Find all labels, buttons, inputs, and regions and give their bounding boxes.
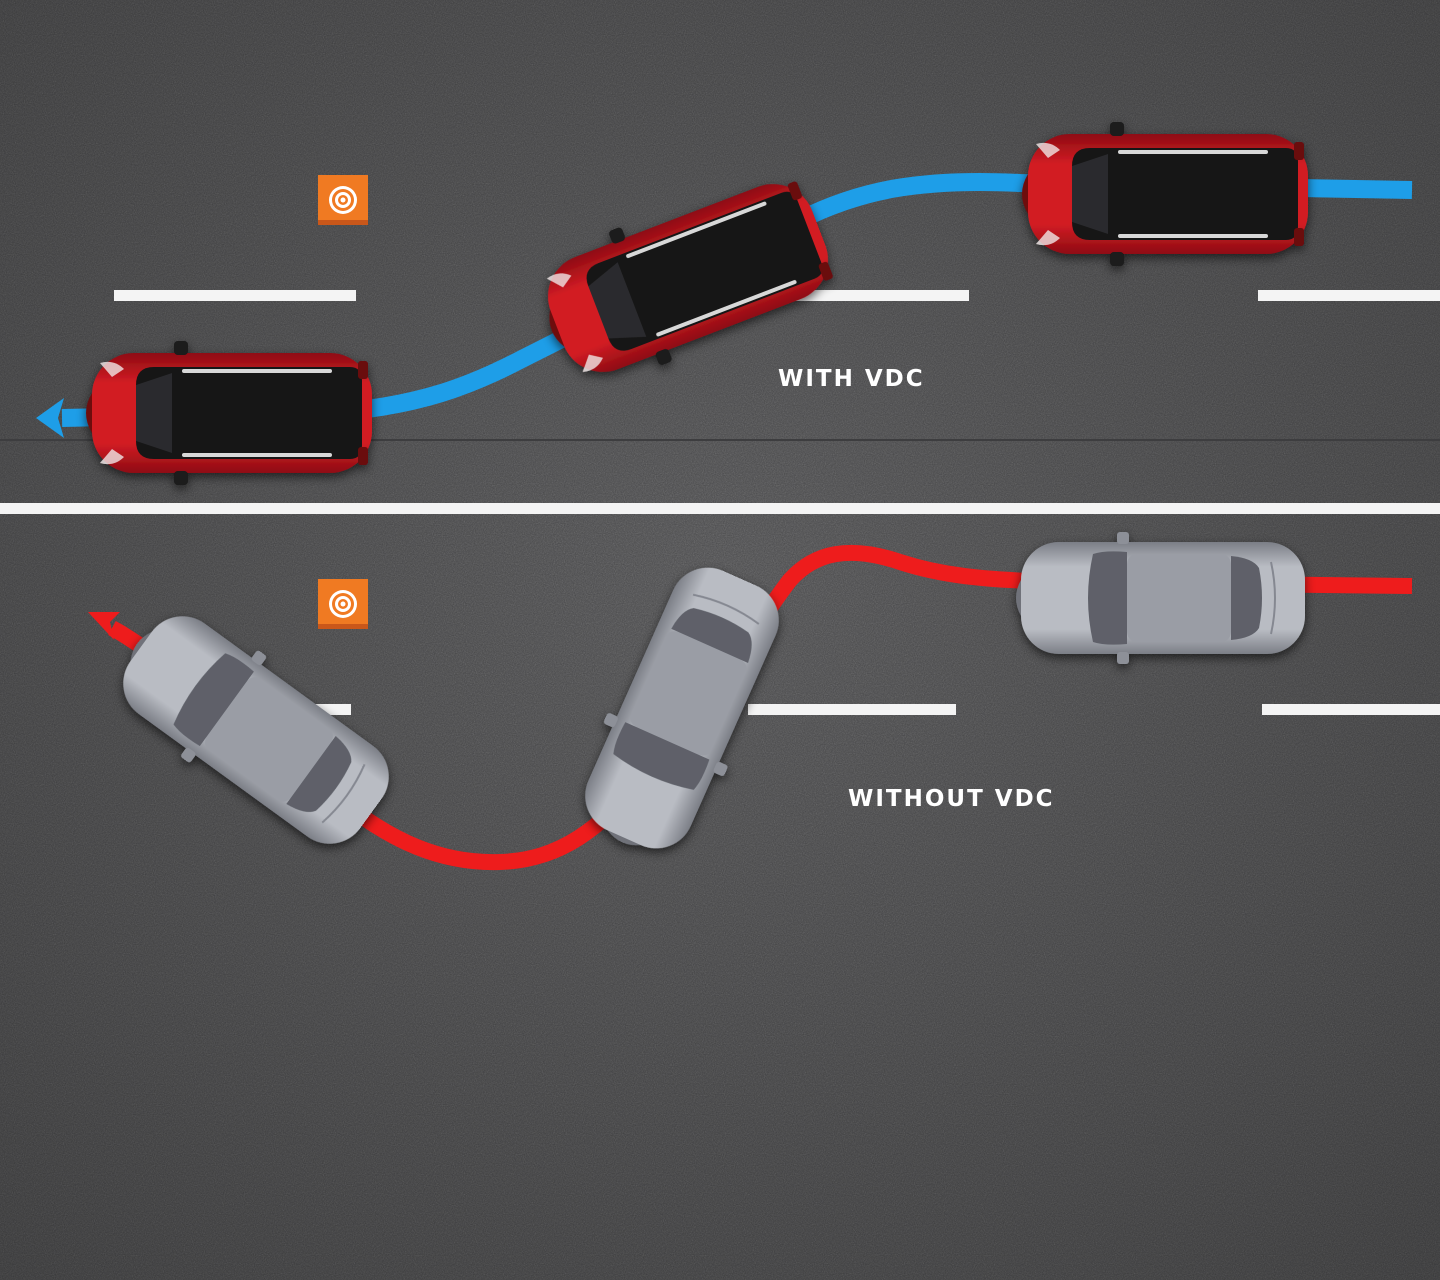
- red-hatchback-car: [1022, 122, 1308, 266]
- traffic-cone-sign-icon: [318, 579, 368, 629]
- without-vdc-label: WITHOUT VDC: [848, 786, 1055, 812]
- lane-markings: [0, 290, 1440, 715]
- lane-dash: [114, 290, 356, 301]
- traffic-cone-sign-icon: [318, 175, 368, 225]
- red-hatchback-car: [86, 341, 372, 485]
- lane-dash: [1258, 290, 1440, 301]
- lane-dash: [300, 704, 351, 715]
- with-vdc-arrowhead: [36, 398, 64, 438]
- with-vdc-label: WITH VDC: [778, 366, 925, 392]
- lane-dash: [748, 704, 956, 715]
- grey-sedan-car: [1015, 531, 1306, 665]
- without-vdc-arrowhead: [88, 612, 120, 640]
- lane-dash: [760, 290, 969, 301]
- lane-dash: [1262, 704, 1440, 715]
- center-divider-line: [0, 503, 1440, 514]
